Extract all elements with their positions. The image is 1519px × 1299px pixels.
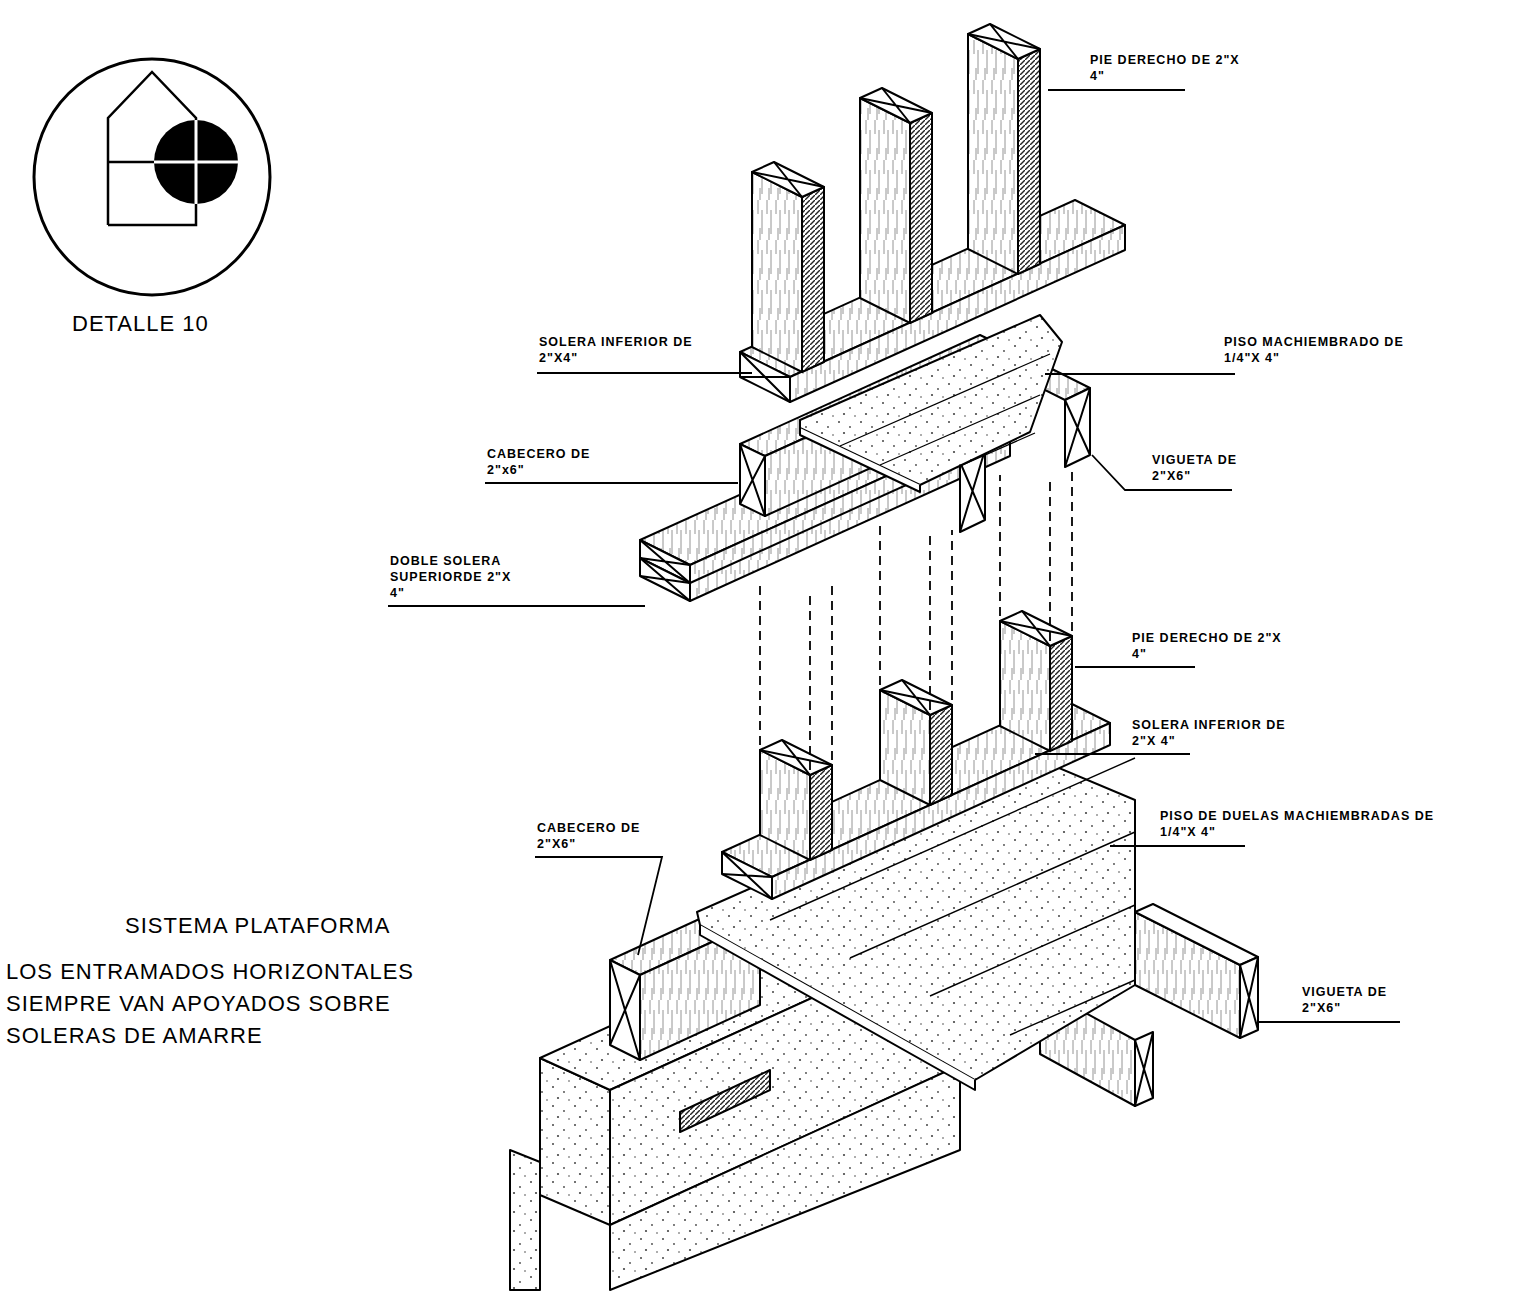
part-label: VIGUETA DE 2"X6" bbox=[1150, 452, 1279, 484]
diagram-title: SISTEMA PLATAFORMA bbox=[123, 910, 392, 942]
part-label: DOBLE SOLERA SUPERIORDE 2"X 4" bbox=[388, 553, 527, 601]
part-label: PISO DE DUELAS MACHIEMBRADAS DE 1/4"X 4" bbox=[1158, 808, 1457, 840]
part-label: PISO MACHIEMBRADO DE 1/4"X 4" bbox=[1222, 334, 1411, 366]
part-label: CABECERO DE 2"x6" bbox=[485, 446, 619, 478]
detail-number: DETALLE 10 bbox=[70, 308, 211, 340]
part-label: SOLERA INFERIOR DE 2"X4" bbox=[537, 334, 706, 366]
part-label: VIGUETA DE 2"X6" bbox=[1300, 984, 1429, 1016]
part-label: PIE DERECHO DE 2"X 4" bbox=[1130, 630, 1294, 662]
detail-icon bbox=[34, 59, 270, 295]
leader-lines bbox=[388, 90, 1400, 1022]
caption-note: LOS ENTRAMADOS HORIZONTALES SIEMPRE VAN … bbox=[4, 956, 488, 1052]
part-label: PIE DERECHO DE 2"X 4" bbox=[1088, 52, 1252, 84]
part-label: CABECERO DE 2"X6" bbox=[535, 820, 669, 852]
part-label: SOLERA INFERIOR DE 2"X 4" bbox=[1130, 717, 1304, 749]
